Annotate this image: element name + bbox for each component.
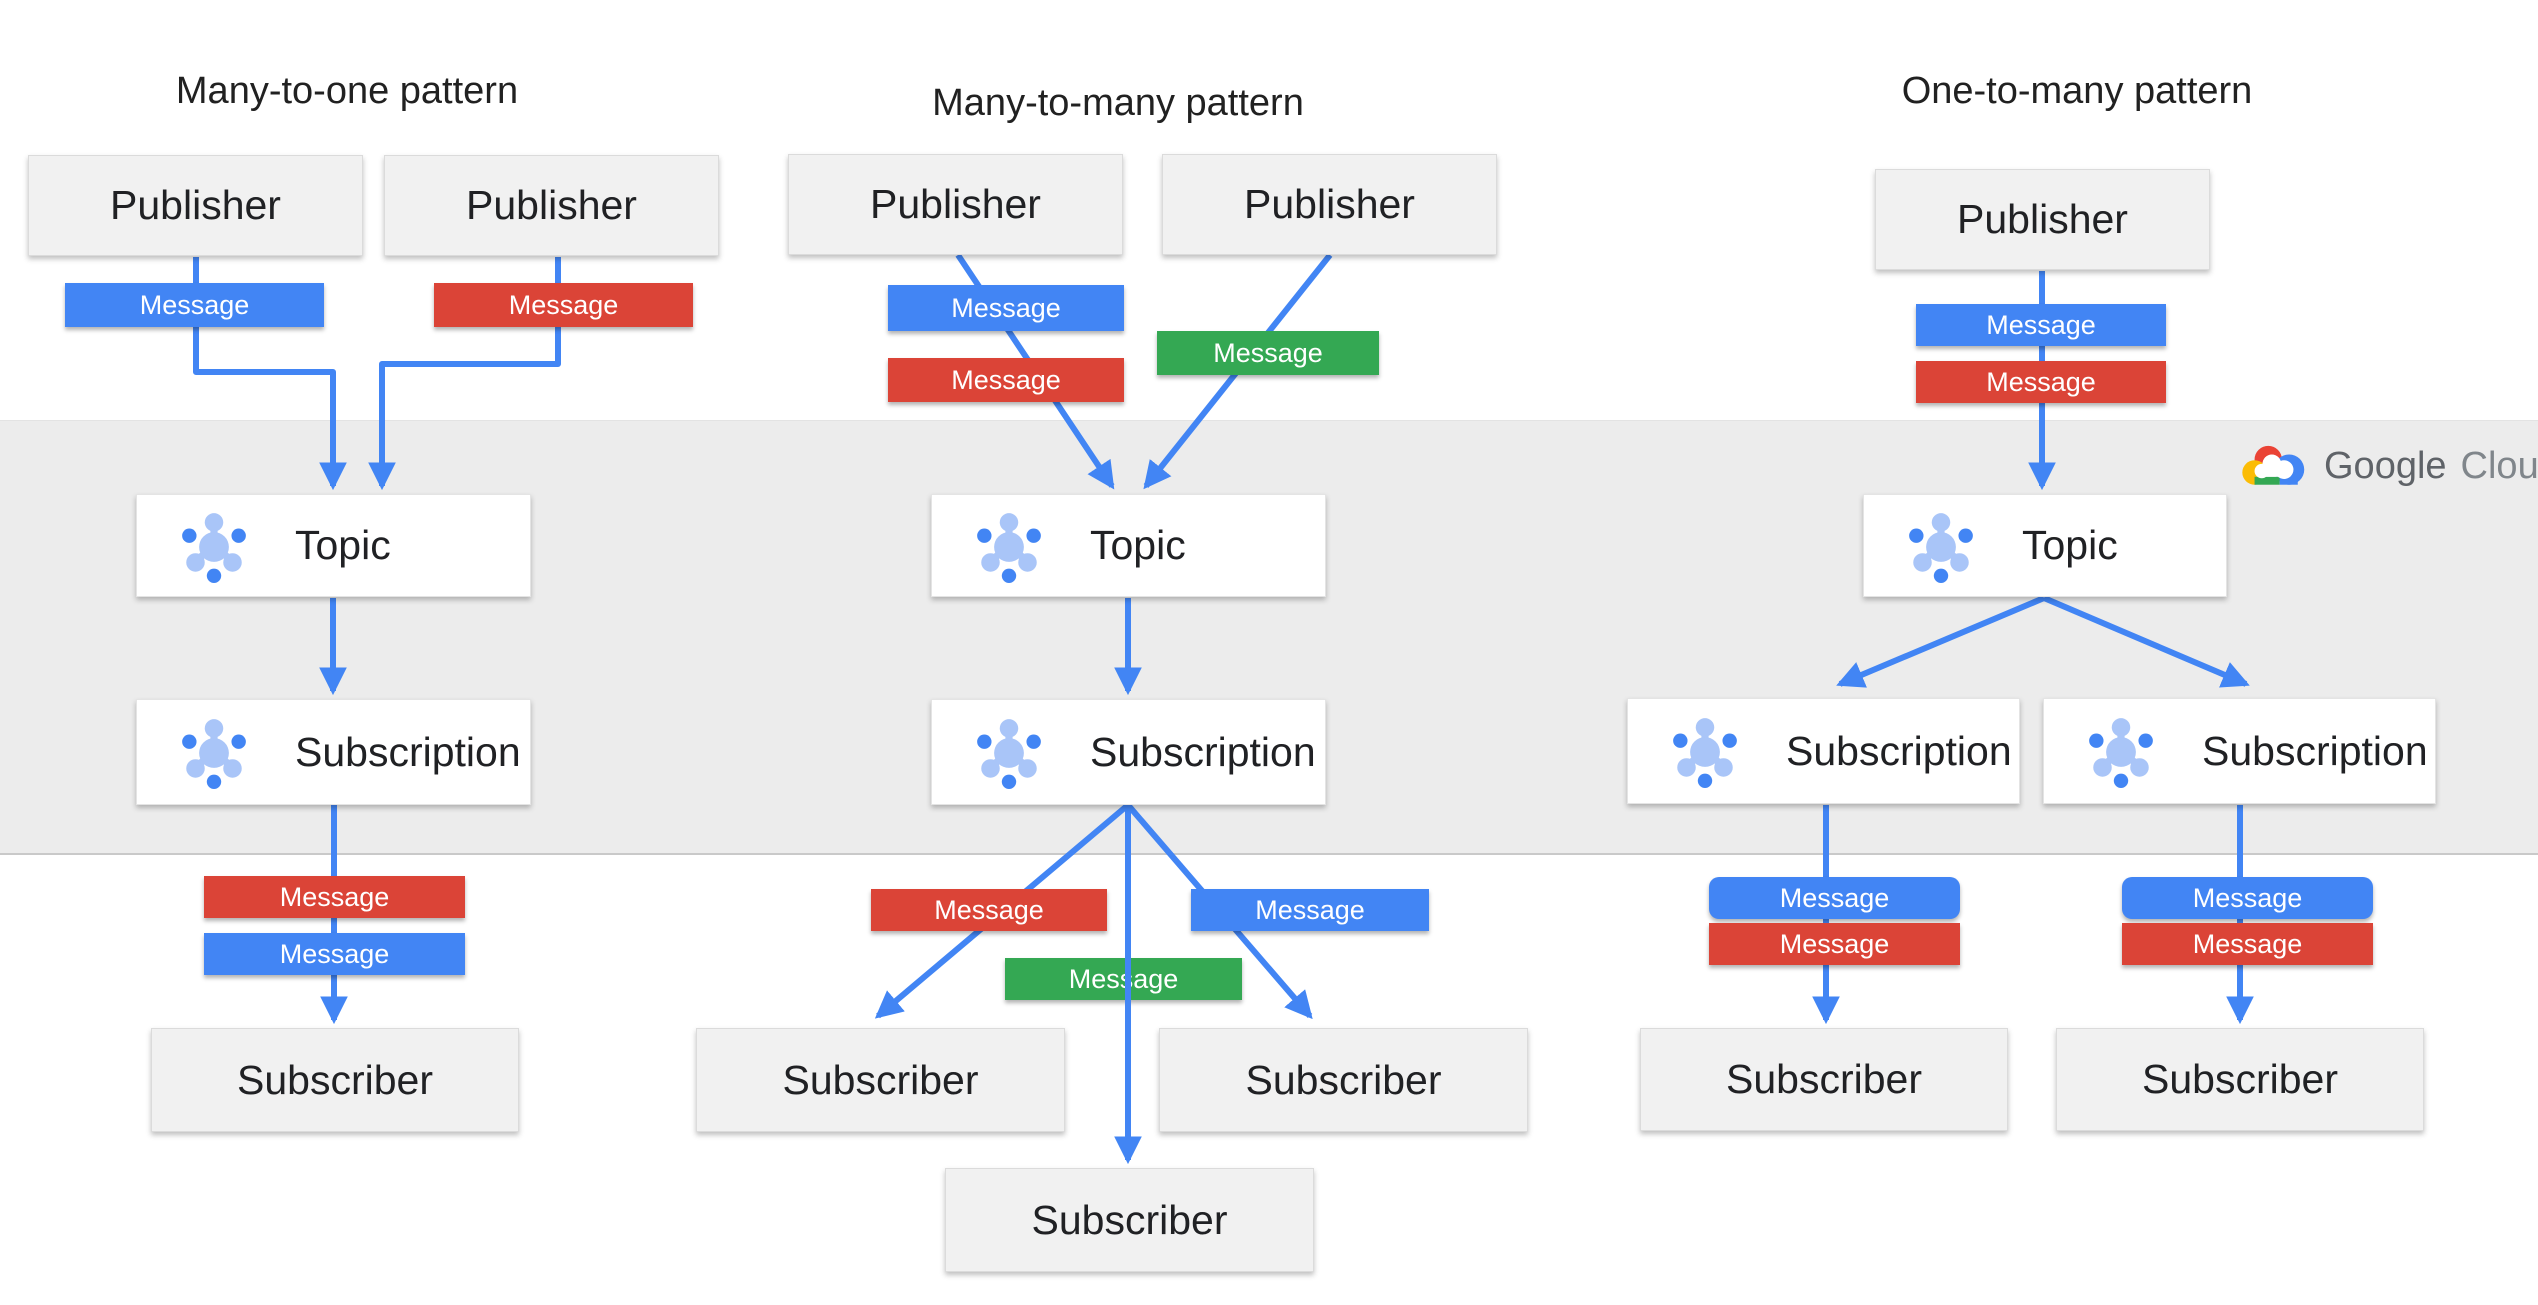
message-chip-label: Message xyxy=(2192,882,2303,913)
message-chip-label: Message xyxy=(139,289,250,320)
pubsub-subscription-icon xyxy=(972,715,1046,789)
subscriber-box: Subscriber xyxy=(1640,1028,2008,1131)
subscriber-label: Subscriber xyxy=(1031,1196,1228,1243)
message-chip-green: Message xyxy=(1005,958,1242,1000)
message-chip-blue: Message xyxy=(204,933,465,975)
message-chip-blue: Message xyxy=(65,283,324,327)
subscriber-box: Subscriber xyxy=(2056,1028,2424,1131)
message-chip-label: Message xyxy=(1986,366,2096,397)
message-chip-blue: Message xyxy=(1709,877,1960,919)
subscription-label: Subscription xyxy=(295,728,521,775)
subscription-box: Subscription xyxy=(1627,698,2020,804)
subscriber-label: Subscriber xyxy=(1245,1056,1442,1103)
publisher-box: Publisher xyxy=(1875,169,2210,270)
pattern-title-many-to-one: Many-to-one pattern xyxy=(175,70,519,112)
message-chip-label: Message xyxy=(279,938,390,969)
message-chip-label: Message xyxy=(1213,337,1323,368)
subscription-label: Subscription xyxy=(2202,727,2428,774)
publisher-box: Publisher xyxy=(28,155,363,256)
message-chip-label: Message xyxy=(2192,928,2303,959)
pubsub-topic-icon xyxy=(1904,509,1978,583)
message-chip-red: Message xyxy=(1916,361,2166,403)
pubsub-subscription-icon xyxy=(177,715,251,789)
pubsub-topic-icon xyxy=(972,509,1046,583)
message-chip-label: Message xyxy=(1255,894,1365,925)
message-chip-label: Message xyxy=(279,881,390,912)
topic-label: Topic xyxy=(295,522,391,568)
message-chip-red: Message xyxy=(871,889,1107,931)
message-chip-red: Message xyxy=(434,283,693,327)
subscriber-box: Subscriber xyxy=(151,1028,519,1132)
subscription-label: Subscription xyxy=(1090,728,1316,775)
message-chip-blue: Message xyxy=(1916,304,2166,346)
publisher-box: Publisher xyxy=(384,155,719,256)
message-chip-red: Message xyxy=(1709,923,1960,965)
message-chip-green: Message xyxy=(1157,331,1379,375)
google-cloud-logo: Google Cloud xyxy=(2238,441,2538,491)
subscriber-box: Subscriber xyxy=(1159,1028,1528,1132)
message-chip-label: Message xyxy=(508,289,619,320)
pubsub-subscription-icon xyxy=(1668,714,1742,788)
topic-box: Topic xyxy=(1863,494,2227,597)
subscriber-label: Subscriber xyxy=(1726,1056,1922,1102)
subscriber-box: Subscriber xyxy=(696,1028,1065,1132)
subscriber-label: Subscriber xyxy=(782,1056,979,1103)
subscription-box: Subscription xyxy=(136,699,531,805)
message-chip-blue: Message xyxy=(2122,877,2373,919)
subscriber-label: Subscriber xyxy=(237,1056,433,1103)
message-chip-blue: Message xyxy=(888,285,1124,331)
message-chip-red: Message xyxy=(204,876,465,918)
message-chip-red: Message xyxy=(888,358,1124,402)
pattern-title-one-to-many: One-to-many pattern xyxy=(1901,70,2253,112)
message-chip-red: Message xyxy=(2122,923,2373,965)
message-chip-label: Message xyxy=(951,292,1061,323)
message-chip-label: Message xyxy=(951,364,1061,395)
subscription-box: Subscription xyxy=(931,699,1326,805)
topic-box: Topic xyxy=(931,494,1326,597)
message-chip-label: Message xyxy=(1779,928,1890,959)
google-cloud-icon xyxy=(2242,445,2305,485)
subscription-label: Subscription xyxy=(1786,727,2012,774)
publisher-label: Publisher xyxy=(110,182,281,228)
pubsub-subscription-icon xyxy=(2084,714,2158,788)
pattern-title-many-to-many: Many-to-many pattern xyxy=(932,82,1304,124)
publisher-label: Publisher xyxy=(1957,196,2128,242)
subscription-box: Subscription xyxy=(2043,698,2436,804)
publisher-label: Publisher xyxy=(870,181,1041,227)
subscriber-box: Subscriber xyxy=(945,1168,1314,1272)
logo-cloud-text: Cloud xyxy=(2460,444,2538,487)
message-chip-blue: Message xyxy=(1191,889,1429,931)
message-chip-label: Message xyxy=(1986,309,2096,340)
publisher-box: Publisher xyxy=(1162,154,1497,255)
message-chip-label: Message xyxy=(1068,963,1179,994)
publisher-label: Publisher xyxy=(466,182,637,228)
pubsub-topic-icon xyxy=(177,509,251,583)
topic-box: Topic xyxy=(136,494,531,597)
logo-google-text: Google xyxy=(2324,444,2447,487)
topic-label: Topic xyxy=(2022,522,2118,568)
publisher-label: Publisher xyxy=(1244,181,1415,227)
subscriber-label: Subscriber xyxy=(2142,1056,2338,1102)
message-chip-label: Message xyxy=(934,894,1044,925)
topic-label: Topic xyxy=(1090,522,1186,568)
publisher-box: Publisher xyxy=(788,154,1123,255)
message-chip-label: Message xyxy=(1779,882,1890,913)
